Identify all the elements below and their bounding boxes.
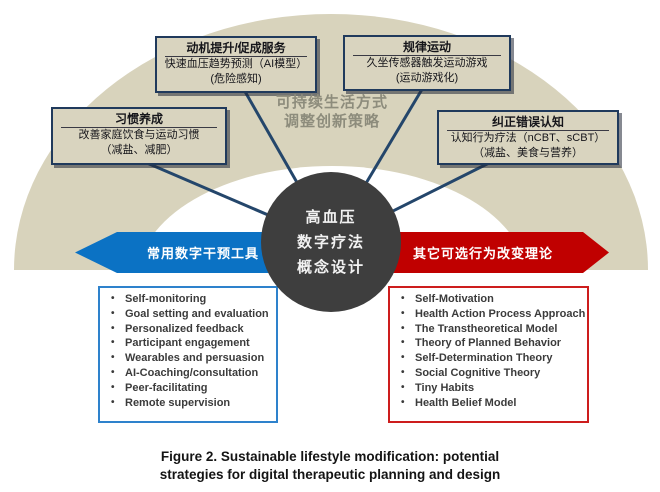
list-item: Social Cognitive Theory	[390, 366, 587, 381]
list-item: Wearables and persuasion	[100, 351, 276, 366]
strategy-box-title: 动机提升/促成服务	[165, 40, 307, 57]
list-item: Tiny Habits	[390, 381, 587, 396]
strategy-box-habit: 习惯养成 改善家庭饮食与运动习惯 （减盐、减肥）	[51, 107, 227, 165]
digital-tools-list: Self-monitoring Goal setting and evaluat…	[98, 286, 278, 423]
behavior-theories-items: Self-Motivation Health Action Process Ap…	[390, 288, 587, 410]
list-item: Theory of Planned Behavior	[390, 336, 587, 351]
right-banner-label: 其它可选行为改变理论	[412, 246, 553, 261]
center-circle-line1: 高血压	[305, 208, 357, 226]
list-item: The Transtheoretical Model	[390, 322, 587, 337]
list-item: Self-Motivation	[390, 292, 587, 307]
figure-caption: Figure 2. Sustainable lifestyle modifica…	[130, 448, 530, 484]
strategy-box-cognition: 纠正错误认知 认知行为疗法（nCBT、sCBT） （减盐、美食与营养）	[437, 110, 619, 165]
strategy-box-line: 快速血压趋势预测（AI模型）	[164, 58, 308, 70]
list-item: Goal setting and evaluation	[100, 307, 276, 322]
fan-center-label-line1: 可持续生活方式	[275, 94, 388, 111]
list-item: Personalized feedback	[100, 322, 276, 337]
strategy-box-title: 规律运动	[353, 39, 501, 56]
fan-center-label-line2: 调整创新策略	[283, 112, 380, 130]
strategy-box-line: （减盐、美食与营养）	[473, 147, 583, 159]
strategy-box-line: 认知行为疗法（nCBT、sCBT）	[450, 132, 606, 144]
strategy-box-line: (运动游戏化)	[395, 72, 459, 84]
strategy-box-motivation: 动机提升/促成服务 快速血压趋势预测（AI模型） (危险感知)	[155, 36, 317, 93]
list-item: Remote supervision	[100, 396, 276, 411]
left-banner-label: 常用数字干预工具	[146, 246, 259, 261]
behavior-theories-list: Self-Motivation Health Action Process Ap…	[388, 286, 589, 423]
center-circle-line3: 概念设计	[296, 258, 365, 276]
list-item: AI-Coaching/consultation	[100, 366, 276, 381]
strategy-box-line: 久坐传感器触发运动游戏	[366, 57, 488, 69]
figure-caption-line1: Figure 2. Sustainable lifestyle modifica…	[160, 449, 500, 464]
strategy-box-line: 改善家庭饮食与运动习惯	[78, 129, 200, 141]
list-item: Health Belief Model	[390, 396, 587, 411]
list-item: Peer-facilitating	[100, 381, 276, 396]
list-item: Self-Determination Theory	[390, 351, 587, 366]
list-item: Participant engagement	[100, 336, 276, 351]
strategy-box-exercise: 规律运动 久坐传感器触发运动游戏 (运动游戏化)	[343, 35, 511, 91]
digital-tools-items: Self-monitoring Goal setting and evaluat…	[100, 288, 276, 410]
figure-caption-line2: strategies for digital therapeutic plann…	[159, 467, 501, 482]
strategy-box-title: 纠正错误认知	[447, 114, 609, 131]
center-circle: 高血压 数字疗法 概念设计	[261, 172, 401, 312]
list-item: Health Action Process Approach	[390, 307, 587, 322]
strategy-box-title: 习惯养成	[61, 111, 217, 128]
list-item: Self-monitoring	[100, 292, 276, 307]
fan-center-label: 可持续生活方式 调整创新策略	[232, 94, 432, 131]
strategy-box-line: （减盐、减肥）	[100, 144, 178, 156]
center-circle-line2: 数字疗法	[296, 233, 365, 251]
strategy-box-line: (危险感知)	[210, 73, 262, 85]
